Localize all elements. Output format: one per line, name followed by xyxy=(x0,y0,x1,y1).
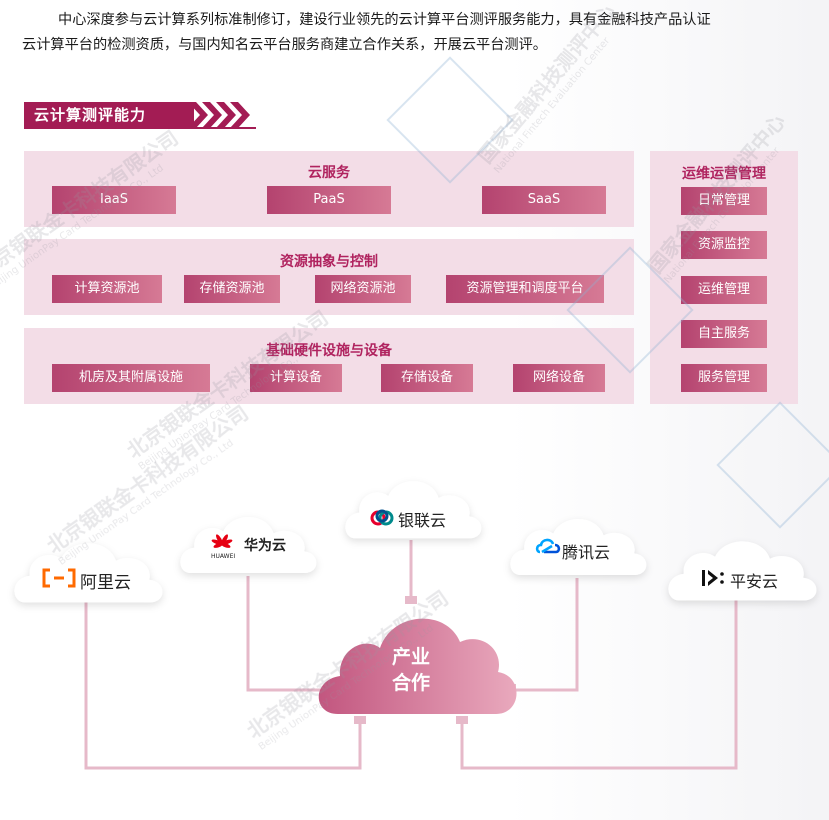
core-cloud xyxy=(318,618,517,714)
pill-compute-device: 计算设备 xyxy=(250,364,342,392)
layer-hardware-title: 基础硬件设施与设备 xyxy=(266,343,392,359)
pill-daily-management: 日常管理 xyxy=(681,187,767,215)
pill-saas: SaaS xyxy=(482,186,606,214)
pill-iaas: IaaS xyxy=(52,186,176,214)
ops-panel: 运维运营管理 日常管理 资源监控 运维管理 自主服务 服务管理 xyxy=(650,151,798,404)
ops-title: 运维运营管理 xyxy=(682,166,766,182)
pill-resource-monitoring: 资源监控 xyxy=(681,231,767,259)
huawei-logo-icon xyxy=(211,534,233,548)
background-fade xyxy=(509,0,829,820)
pill-datacenter: 机房及其附属设施 xyxy=(52,364,210,392)
unionpay-label: 银联云 xyxy=(398,511,447,530)
section-underline xyxy=(24,127,256,129)
section-title: 云计算测评能力 xyxy=(34,106,147,124)
pill-scheduling-platform: 资源管理和调度平台 xyxy=(446,275,604,303)
layer-hardware: 基础硬件设施与设备 机房及其附属设施 计算设备 存储设备 网络设备 xyxy=(24,328,634,404)
pingan-logo-icon xyxy=(702,570,724,586)
layer-resource: 资源抽象与控制 计算资源池 存储资源池 网络资源池 资源管理和调度平台 xyxy=(24,239,634,315)
pill-storage-pool: 存储资源池 xyxy=(184,275,280,303)
pill-network-pool: 网络资源池 xyxy=(315,275,411,303)
aliyun-logo-icon xyxy=(42,568,76,588)
aliyun-label: 阿里云 xyxy=(80,573,131,593)
pingan-label: 平安云 xyxy=(730,572,779,591)
intro-line-2: 云计算平台的检测资质，与国内知名云平台服务商建立合作关系，开展云平台测评。 xyxy=(22,37,547,53)
tencent-logo-icon xyxy=(535,538,561,554)
huawei-label: 华为云 xyxy=(244,538,286,554)
intro-paragraph: 中心深度参与云计算系列标准制修订，建设行业领先的云计算平台测评服务能力，具有金融… xyxy=(22,8,812,58)
tencent-label: 腾讯云 xyxy=(562,543,611,562)
pill-network-device: 网络设备 xyxy=(513,364,605,392)
layer-cloud-service: 云服务 IaaS PaaS SaaS xyxy=(24,151,634,227)
pill-self-service: 自主服务 xyxy=(681,320,767,348)
pill-ops-management: 运维管理 xyxy=(681,276,767,304)
section-banner xyxy=(24,102,194,128)
pill-storage-device: 存储设备 xyxy=(381,364,473,392)
layer-cloud-service-title: 云服务 xyxy=(308,165,350,181)
connector-lines xyxy=(84,540,738,770)
unionpay-logo-icon xyxy=(370,509,394,526)
pill-service-management: 服务管理 xyxy=(681,364,767,392)
pill-paas: PaaS xyxy=(267,186,391,214)
core-label-line-1: 产业 xyxy=(391,646,430,668)
banner-stripes-icon xyxy=(188,102,250,128)
bctc-watermark-icon xyxy=(386,56,829,529)
huawei-sublabel: HUAWEI xyxy=(211,553,236,560)
core-label: 产业 合作 xyxy=(371,644,451,696)
intro-line-1: 中心深度参与云计算系列标准制修订，建设行业领先的云计算平台测评服务能力，具有金融… xyxy=(58,12,711,28)
pill-compute-pool: 计算资源池 xyxy=(52,275,162,303)
core-label-line-2: 合作 xyxy=(391,672,430,694)
layer-resource-title: 资源抽象与控制 xyxy=(280,254,378,270)
